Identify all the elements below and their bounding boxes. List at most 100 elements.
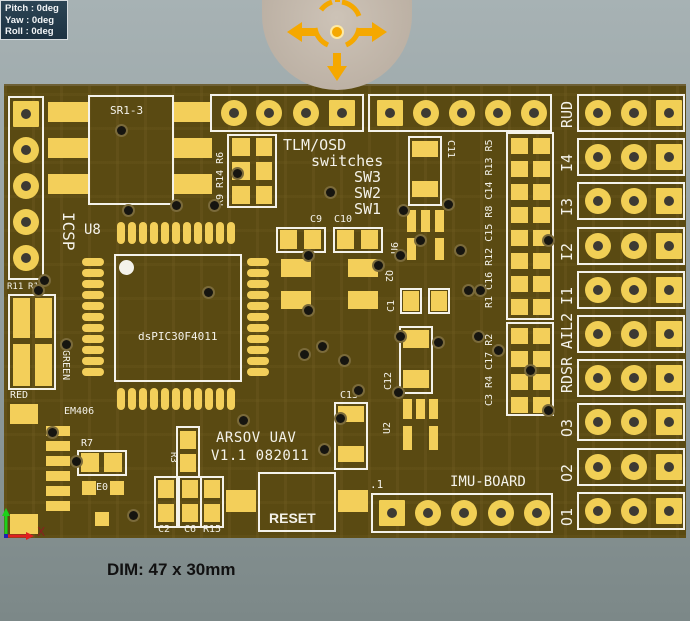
r3-pad [180,431,196,449]
resistor-pad [533,184,550,200]
icsp-pin [13,137,39,163]
mcu-pad [128,222,136,244]
u6-pad [421,210,430,232]
header-pin-1 [329,100,355,126]
pcb-board[interactable]: ICSP SR1-3 R9 R14 R6 TLM/OSD switches SW… [4,84,686,538]
u6-pad [407,238,416,260]
c12-pad [403,330,429,348]
red-label: RED [10,390,29,401]
via-hole [72,457,81,466]
move-crosshair-icon[interactable] [262,0,412,90]
r15-outline [200,476,224,528]
mcu-pad [247,280,269,288]
resistor-pad [533,351,550,367]
q2-label: Q2 [383,270,394,283]
mcu-pad [247,324,269,332]
em406-pin [46,441,70,451]
via-hole [124,206,133,215]
mcu-pad [82,258,104,266]
resistor-pad [511,161,528,177]
via-hole [526,366,535,375]
sw1-label: SW1 [354,200,382,218]
u8-label: U8 [84,222,101,238]
r7-pad [104,453,122,472]
connector-pin [585,453,611,480]
mcu-pad [247,302,269,310]
reset-pad [338,490,368,512]
resistor-labels: R9 R14 R6 [215,151,226,206]
r7-pad [81,453,99,472]
r11-label: R11 [7,282,24,292]
reset-button-outline[interactable] [258,472,336,532]
u2-pad [416,399,425,419]
reset-pad [226,490,256,512]
sr-pad [172,138,212,158]
connector-pin-1 [656,497,682,524]
sr-outline [88,95,174,205]
via-hole [336,414,345,423]
resistor-column-outline [506,322,554,416]
via-hole [320,445,329,454]
resistor-pad [511,299,528,315]
icsp-pin-1 [13,101,39,127]
mcu-pad [247,357,269,365]
r7-label: R7 [81,438,94,449]
x-axis-label: X [37,525,46,539]
pin1-marker [119,260,134,275]
header-pin [449,100,475,126]
via-hole [326,188,335,197]
header-pin [485,100,511,126]
view-navigation-widget[interactable] [262,0,412,90]
q2-pad [348,291,378,309]
connector-pin [621,276,647,303]
connector-pin [621,365,647,392]
connector-pin-1 [656,409,682,436]
c1-outline [428,288,450,314]
e0-pad [110,481,124,495]
sr-pad [48,174,88,194]
connector-pin-1 [656,453,682,480]
header-pin [221,100,247,126]
orientation-readout: Pitch : 0deg Yaw : 0deg Roll : 0deg [0,0,68,40]
header-pin [413,100,439,126]
connector-outline [577,226,685,265]
connector-pin-1 [656,100,682,126]
mcu-pad [82,357,104,365]
c12-pad [403,370,429,388]
mcu-pad [82,313,104,321]
resistor-pad [511,138,528,154]
mcu-pad [205,222,213,244]
header-pin [256,100,282,126]
mcu-pad [247,335,269,343]
via-hole [396,251,405,260]
via-hole [210,201,219,210]
resistor-pad [511,253,528,269]
em406-pin [46,456,70,466]
imu-pin [524,500,550,526]
via-hole [129,511,138,520]
connector-pin [585,144,611,171]
icsp-label: ICSP [59,212,78,251]
connector-pin [621,144,647,171]
mcu-pad [227,222,235,244]
mcu-pad [247,368,269,376]
mcu-pad [161,222,169,244]
icsp-pin [13,245,39,271]
mcu-pad [128,388,136,410]
header-4pin-outline [210,94,364,132]
mcu-pad [150,222,158,244]
via-hole [374,261,383,270]
mcu-pad [247,258,269,266]
c13-outline [334,402,368,470]
sr-pad [48,102,88,122]
u2-pad [429,426,438,450]
connector-pin [585,365,611,392]
c1-pad [431,291,447,311]
via-hole [399,206,408,215]
reset-label[interactable]: RESET [269,510,316,526]
resistor-column-outline [506,132,554,320]
connector-pin [585,497,611,524]
connector-label: I3 [558,198,576,217]
icsp-pin [13,173,39,199]
via-hole [476,286,485,295]
